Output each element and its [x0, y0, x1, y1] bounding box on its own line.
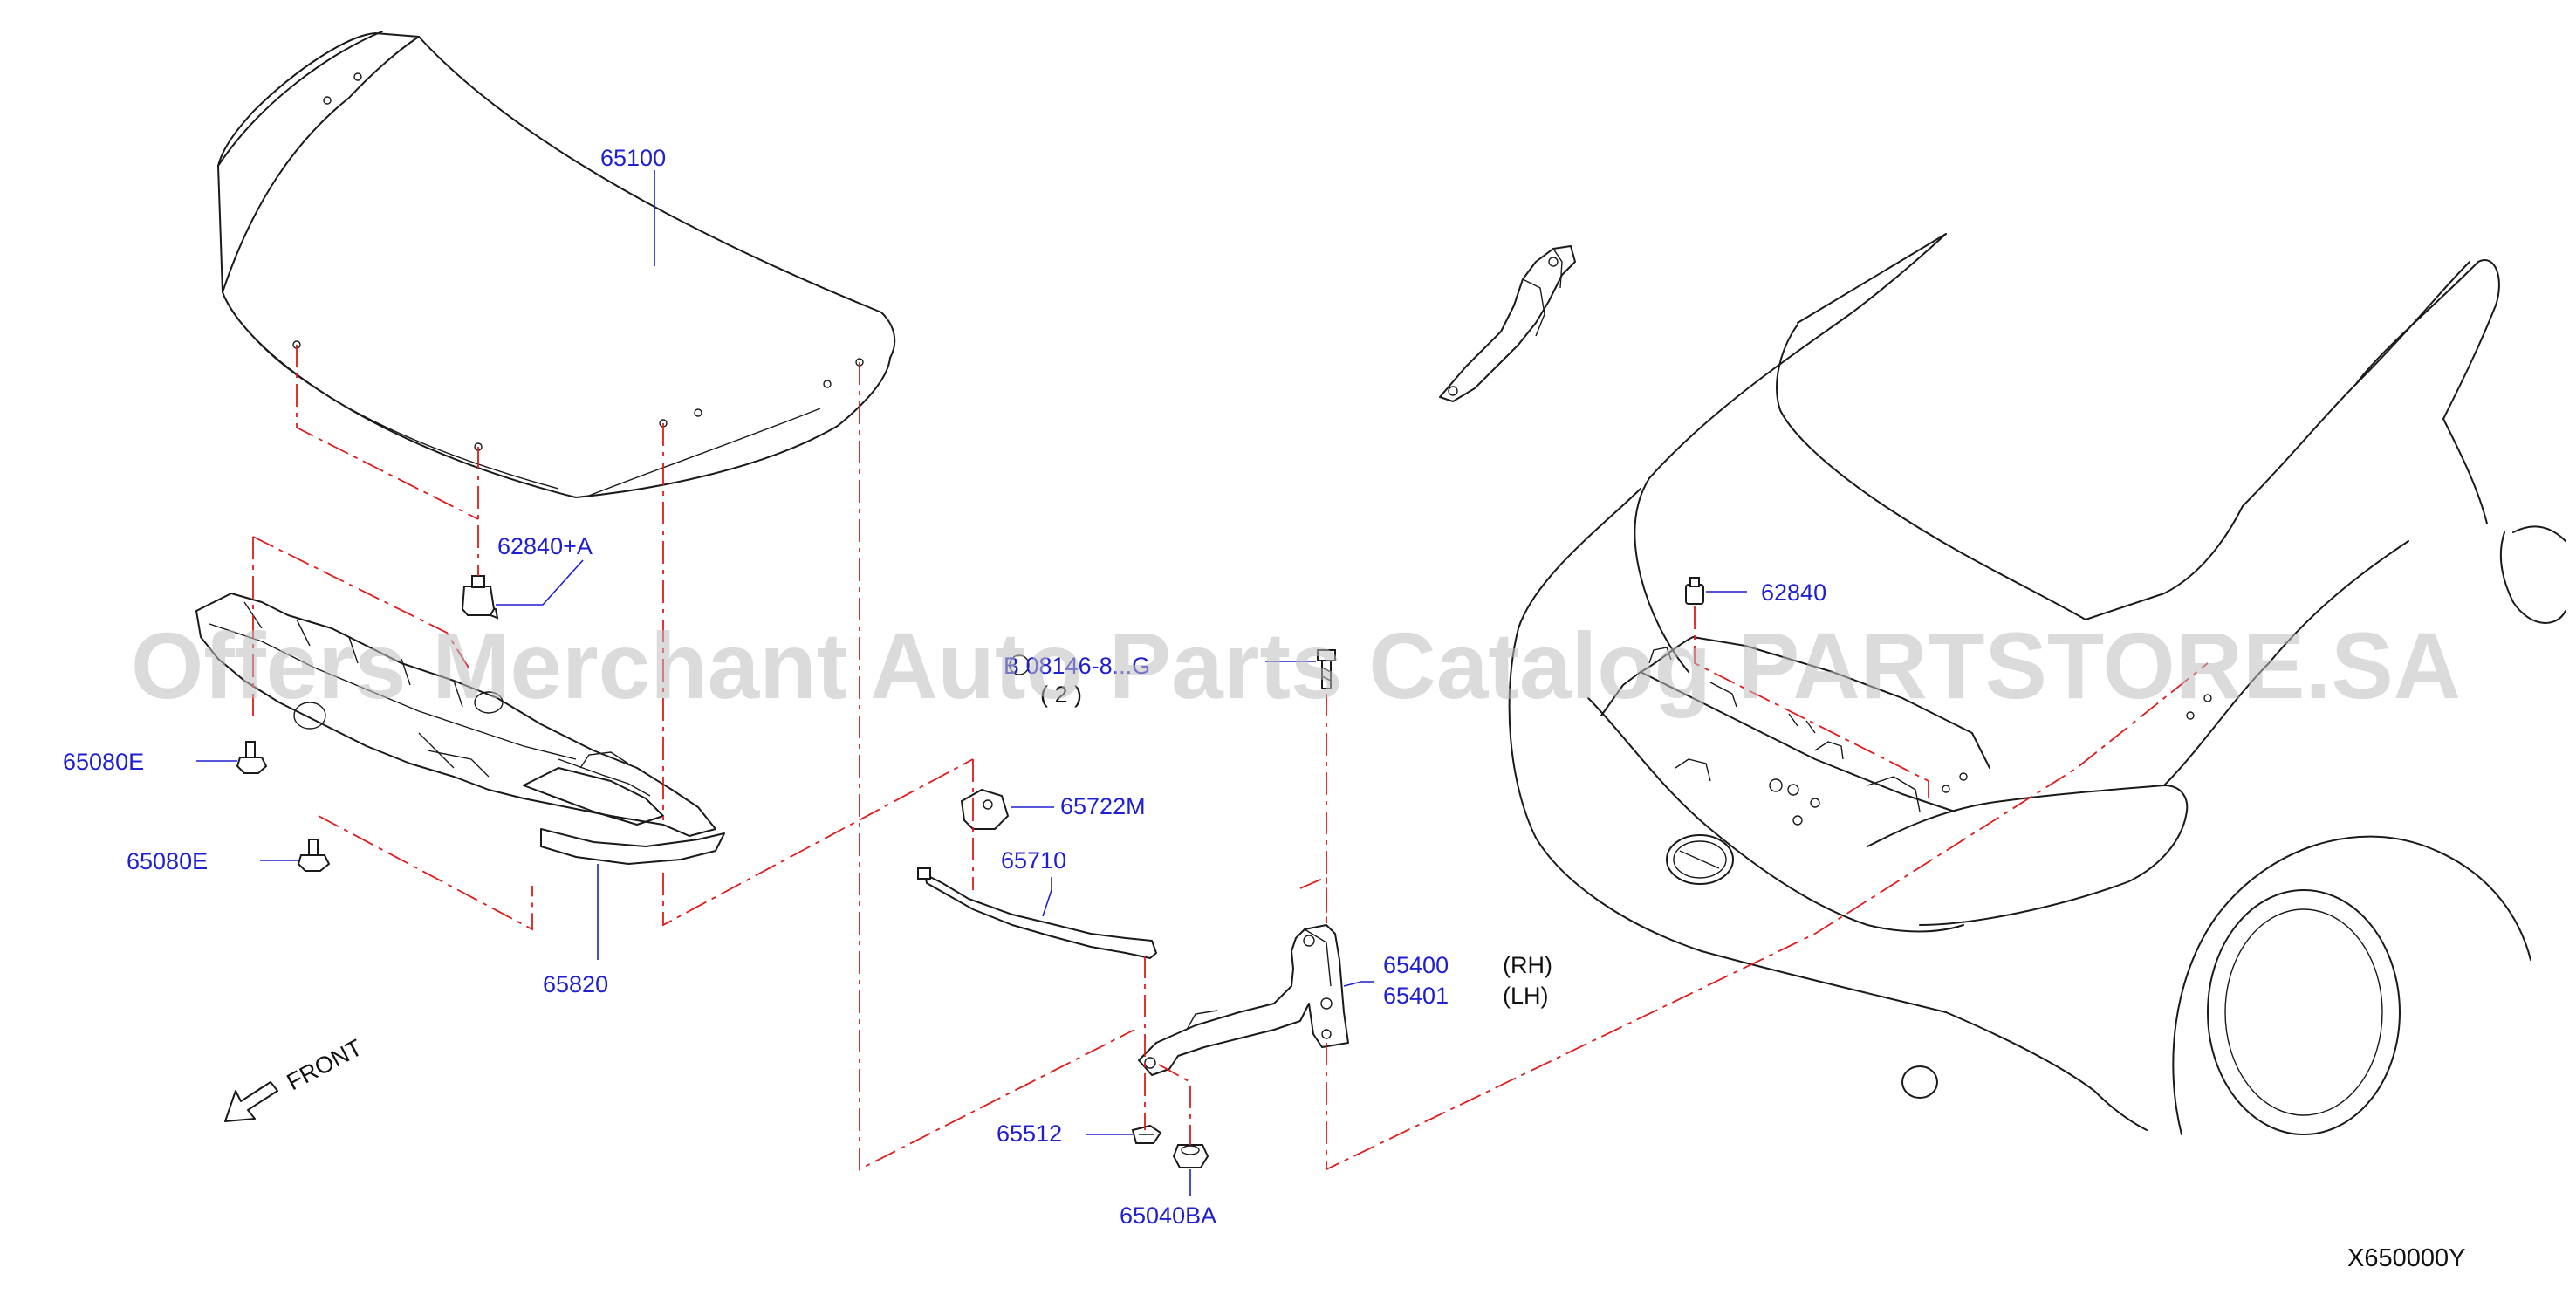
part-number-65100[interactable]: 65100 — [600, 145, 666, 171]
bumper-rubber-62840a[interactable] — [461, 575, 499, 620]
front-arrow-icon — [224, 1081, 278, 1122]
leader-62840a — [496, 559, 584, 606]
hood-insulator-65820[interactable] — [195, 593, 725, 865]
part-number-65080e-lower[interactable]: 65080E — [127, 848, 208, 874]
front-label: FRONT — [283, 1034, 367, 1095]
bumper-rubber-62840[interactable] — [1685, 577, 1704, 605]
part-number-65040ba[interactable]: 65040BA — [1120, 1202, 1216, 1229]
part-number-65710[interactable]: 65710 — [1001, 847, 1066, 874]
bolt-symbol — [1009, 654, 1030, 675]
nut-65040ba[interactable] — [1172, 1144, 1209, 1168]
part-number-62840a[interactable]: 62840+A — [497, 533, 593, 559]
clip-65722m[interactable] — [960, 788, 1010, 830]
hood-stay-65710[interactable] — [917, 867, 1157, 959]
hinge-bolt[interactable] — [1317, 649, 1336, 689]
vehicle-front-view — [1508, 233, 2566, 1135]
part-number-62840[interactable]: 62840 — [1761, 579, 1826, 606]
leader-65710 — [1042, 877, 1052, 917]
leader-hinge — [1343, 981, 1374, 987]
hood-panel[interactable] — [217, 31, 896, 498]
part-number-65080e-upper[interactable]: 65080E — [63, 749, 144, 775]
part-number-65722m[interactable]: 65722M — [1060, 793, 1146, 819]
phantom-lines — [252, 345, 2209, 1171]
clip-65080e-upper[interactable] — [236, 741, 268, 774]
part-number-65401[interactable]: 65401 — [1383, 983, 1449, 1009]
side-rh: (RH) — [1503, 952, 1552, 978]
part-number-65512[interactable]: 65512 — [997, 1120, 1062, 1147]
diagram-reference: X650000Y — [2347, 1244, 2465, 1272]
part-number-65820[interactable]: 65820 — [543, 971, 608, 997]
clip-65512[interactable] — [1131, 1124, 1162, 1144]
bolt-quantity: ( 2 ) — [1040, 682, 1082, 708]
clip-65080e-lower[interactable] — [297, 839, 331, 872]
bolt-part-number[interactable]: B 08146-8...G — [1004, 653, 1150, 679]
side-lh: (LH) — [1503, 983, 1549, 1009]
watermark: Offers Merchant Auto Parts Catalog PARTS… — [131, 613, 2461, 718]
hood-hinge[interactable] — [1138, 924, 1349, 1076]
part-number-65400[interactable]: 65400 — [1383, 952, 1449, 978]
hinge-detail-upper — [1439, 245, 1576, 402]
